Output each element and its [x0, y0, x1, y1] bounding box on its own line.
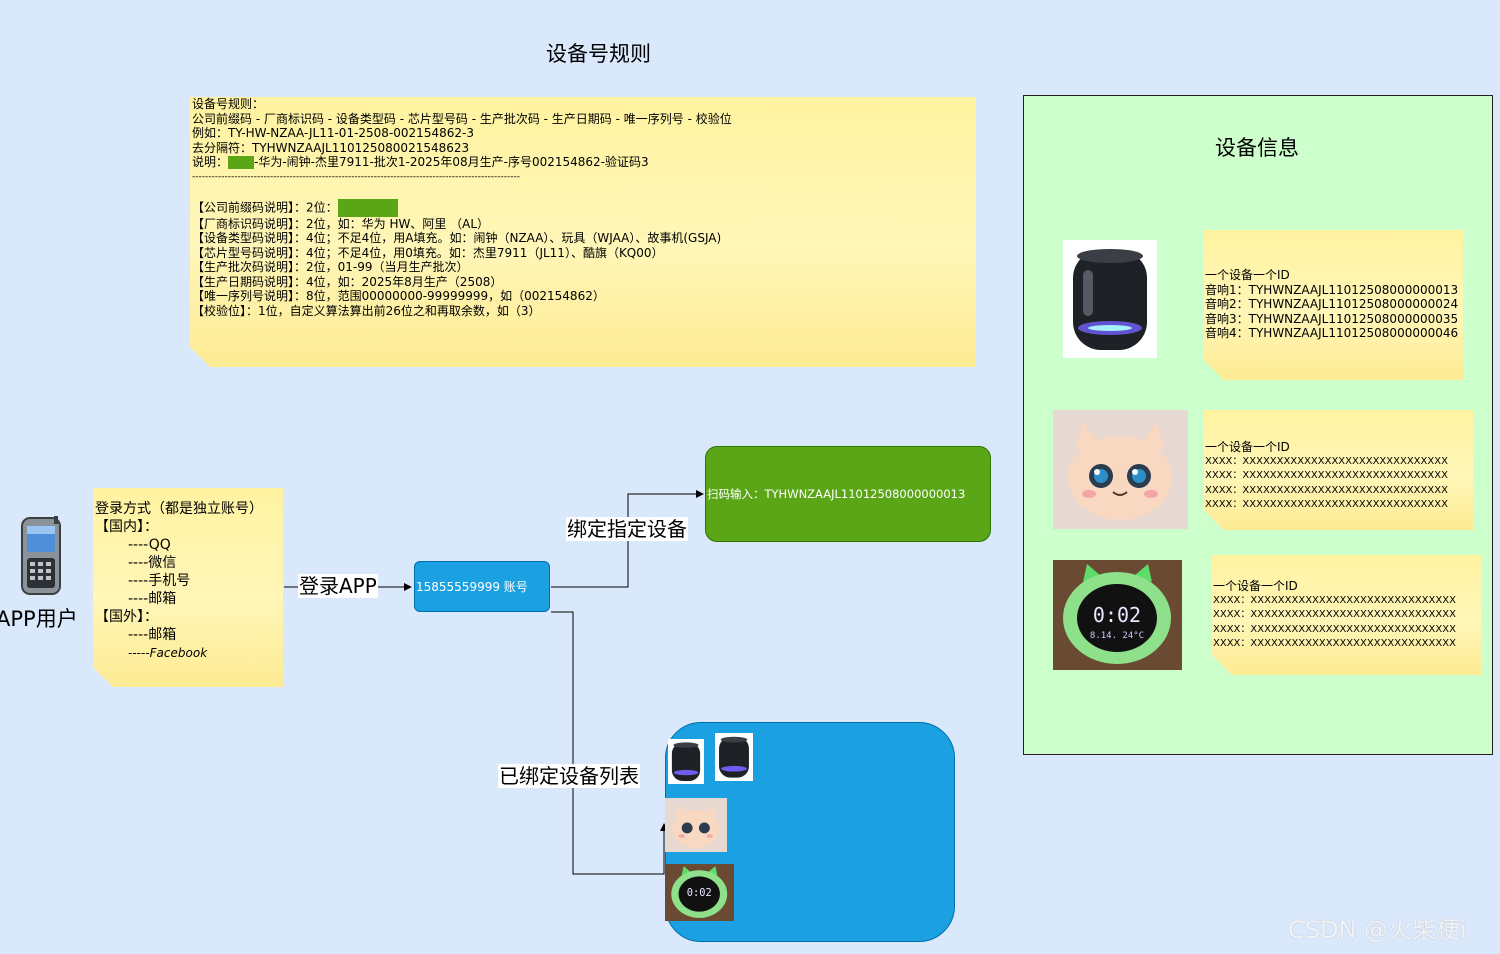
bound-speaker-image[interactable] [668, 739, 704, 784]
explain-suffix: -华为-闹钟-杰里7911-批次1-2025年08月生产-序号002154862… [254, 155, 649, 169]
rules-detail: 【厂商标识码说明】：2位，如：华为 HW、阿里 （AL） [192, 216, 490, 231]
explain-prefix: 说明： [192, 155, 229, 169]
watermark: CSDN @火柴梗i [1288, 916, 1467, 944]
edge-bound-list [551, 611, 668, 875]
edge-label-login: 登录APP [298, 574, 378, 598]
device-id: XXXX：XXXXXXXXXXXXXXXXXXXXXXXXXXXXXX [1213, 609, 1456, 620]
device-note-header: 一个设备一个ID [1213, 579, 1298, 593]
alarm-clock-icon: 0:02 8.14. 24°C [1063, 564, 1171, 664]
rules-detail: 【生产批次码说明】：2位，01-99（当月生产批次） [192, 260, 469, 274]
bound-speaker-image[interactable] [715, 733, 753, 781]
speaker-icon [719, 736, 749, 778]
page-title: 设备号规则 [546, 42, 651, 66]
rules-detail: 【唯一序列号说明】：8位，范围00000000-99999999，如（00215… [192, 289, 605, 303]
device-id: 音响1：TYHWNZAAJL11012508000000013 [1205, 282, 1459, 297]
highlight-block [228, 156, 254, 169]
device-id: XXXX：XXXXXXXXXXXXXXXXXXXXXXXXXXXXXX [1213, 623, 1456, 635]
foreign-label: 【国外】： [95, 609, 158, 625]
device-id: XXXX：XXXXXXXXXXXXXXXXXXXXXXXXXXXXXX [1205, 484, 1448, 496]
device-id: 音响2：TYHWNZAAJL11012508000000024 [1205, 297, 1459, 311]
prefix-label: 【公司前缀码说明】：2位： [192, 200, 338, 214]
device-id: XXXX：XXXXXXXXXXXXXXXXXXXXXXXXXXXXXX [1213, 638, 1456, 649]
clock-date: 8.14. 24°C [1090, 631, 1144, 641]
rules-divider: ----------------------------------------… [192, 171, 521, 182]
login-method: ----微信 [128, 555, 177, 571]
edge-label-bind: 绑定指定设备 [566, 517, 688, 541]
rules-line: 公司前缀码 - 厂商标识码 - 设备类型码 - 芯片型号码 - 生产批次码 - … [192, 111, 732, 126]
login-method: ----邮箱 [128, 591, 177, 607]
clock-image: 0:02 8.14. 24°C [1053, 560, 1182, 670]
speaker-image [1063, 240, 1157, 358]
device-id: XXXX：XXXXXXXXXXXXXXXXXXXXXXXXXXXXXX [1205, 470, 1448, 481]
speaker-icon [1073, 249, 1147, 350]
rules-explain-line: 说明： -华为-闹钟-杰里7911-批次1-2025年08月生产-序号002154… [192, 155, 974, 170]
device-id: XXXX：XXXXXXXXXXXXXXXXXXXXXXXXXXXXXX [1213, 594, 1456, 606]
highlight-block [338, 199, 398, 217]
speaker-icon [671, 742, 701, 781]
device-note-speaker: 一个设备一个ID 音响1：TYHWNZAAJL11012508000000013… [1204, 230, 1463, 380]
login-method: ----手机号 [128, 573, 191, 589]
scan-label: 扫码输入：TYHWNZAAJL11012508000000013 [707, 487, 966, 501]
device-note-clock: 一个设备一个ID XXXX：XXXXXXXXXXXXXXXXXXXXXXXXXX… [1212, 555, 1481, 675]
scan-input-box[interactable]: 扫码输入：TYHWNZAAJL11012508000000013 [705, 446, 991, 542]
device-id: 音响4：TYHWNZAAJL11012508000000046 [1205, 326, 1459, 340]
clock-time: 0:02 [1093, 603, 1141, 627]
clock-time: 0:02 [687, 887, 712, 899]
device-note-toy: 一个设备一个ID XXXX：XXXXXXXXXXXXXXXXXXXXXXXXXX… [1204, 410, 1473, 530]
bound-toy-image[interactable] [665, 798, 727, 852]
user-label: APP用户 [0, 607, 78, 631]
account-box[interactable]: 15855559999 账号 [414, 561, 550, 612]
rules-detail: 【设备类型码说明】：4位；不足4位，用A填充。如：闹钟（NZAA）、玩具（WJA… [192, 231, 722, 245]
device-id: 音响3：TYHWNZAAJL11012508000000035 [1205, 311, 1459, 326]
device-id: XXXX：XXXXXXXXXXXXXXXXXXXXXXXXXXXXXX [1205, 499, 1448, 510]
rules-line: 例如：TY-HW-NZAA-JL11-01-2508-002154862-3 [192, 126, 474, 140]
device-panel-title: 设备信息 [1215, 136, 1299, 160]
bound-clock-image[interactable]: 0:02 [665, 864, 734, 921]
login-title: 登录方式（都是独立账号） [95, 501, 263, 517]
account-label: 15855559999 账号 [416, 580, 528, 594]
login-note: 登录方式（都是独立账号） 【国内】： ----QQ ----微信 ----手机号… [93, 488, 283, 687]
login-method-facebook: -----Facebook [128, 646, 208, 660]
domestic-label: 【国内】： [95, 519, 158, 535]
alarm-clock-icon: 0:02 [671, 866, 728, 918]
toy-icon [672, 803, 720, 848]
rules-detail: 【校验位】：1位，自定义算法算出前26位之和再取余数，如（3） [192, 303, 541, 318]
prefix-line: 【公司前缀码说明】：2位： [192, 199, 974, 217]
login-method: ----QQ [128, 537, 171, 553]
device-note-header: 一个设备一个ID [1205, 440, 1290, 454]
rules-line: 去分隔符：TYHWNZAAJL110125080021548623 [192, 140, 470, 155]
login-method: ----邮箱 [128, 627, 177, 643]
toy-image [1053, 410, 1188, 529]
device-note-header: 一个设备一个ID [1205, 268, 1290, 282]
rules-line: 设备号规则： [192, 97, 265, 111]
device-id: XXXX：XXXXXXXXXXXXXXXXXXXXXXXXXXXXXX [1205, 455, 1448, 467]
mobile-phone-icon [21, 516, 61, 595]
rules-detail: 【生产日期码说明】：4位，如：2025年8月生产（2508） [192, 274, 503, 289]
rules-note: 设备号规则： 公司前缀码 - 厂商标识码 - 设备类型码 - 芯片型号码 - 生… [190, 97, 976, 367]
rules-detail: 【芯片型号码说明】：4位；不足4位，用0填充。如：杰里7911（JL11）、酷旗… [192, 245, 664, 260]
toy-icon [1068, 422, 1172, 520]
edge-label-bound-list: 已绑定设备列表 [498, 764, 640, 788]
